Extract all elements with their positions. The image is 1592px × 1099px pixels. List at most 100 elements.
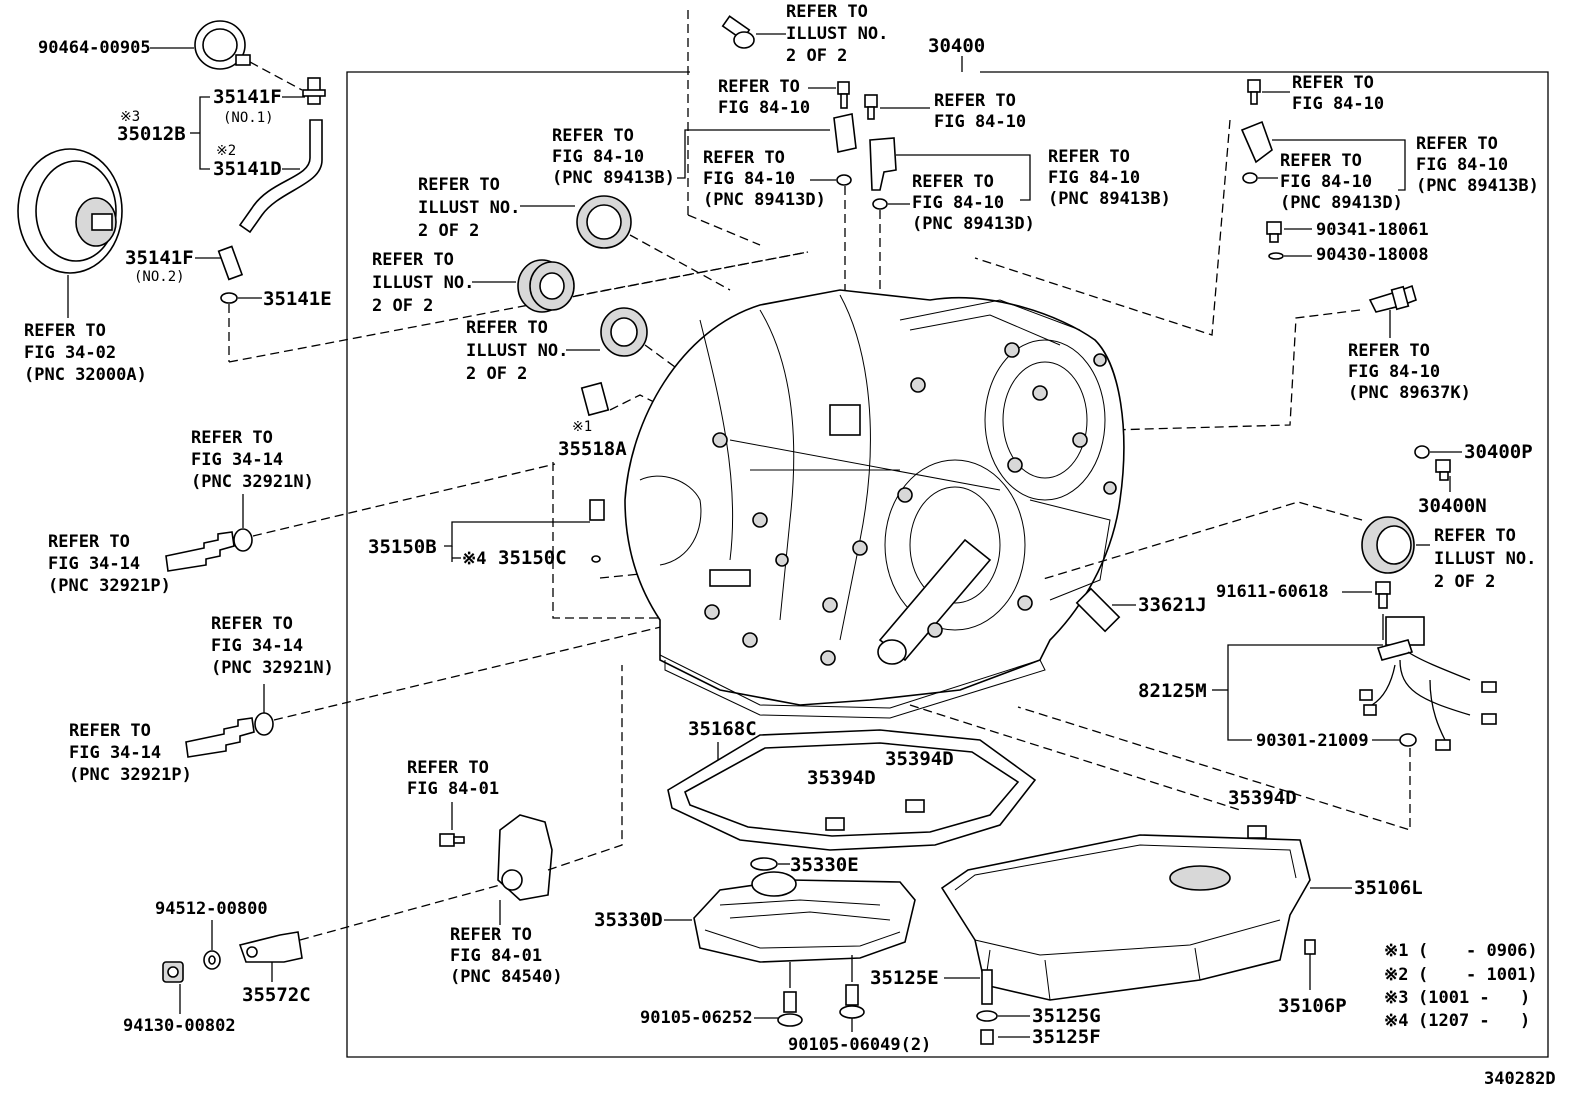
part-35141d[interactable]: 35141D xyxy=(213,158,282,180)
part-35012b[interactable]: 35012B xyxy=(117,123,186,145)
callout-32921p-b-line3: (PNC 32921P) xyxy=(69,765,192,785)
part-94130-00802[interactable]: 94130-00802 xyxy=(123,1016,236,1036)
callout-illust-c-line3: 2 OF 2 xyxy=(466,364,527,384)
hose-clamp-group[interactable]: 90464-00905 xyxy=(38,20,303,91)
callout-89413d-mid-line3: (PNC 89413D) xyxy=(912,214,1035,234)
oil-seal-b-group[interactable]: REFER TO ILLUST NO. 2 OF 2 xyxy=(372,250,809,316)
drain-plug-bottom-group[interactable]: 35125E 35125G 35125F xyxy=(870,967,1101,1048)
callout-illust-b-line2: ILLUST NO. xyxy=(372,273,474,293)
legend-range-1: - 0906) xyxy=(1466,941,1538,961)
speed-sensor-right-group[interactable]: REFER TO FIG 84-10 REFER TO FIG 84-10 (P… xyxy=(974,73,1539,336)
callout-32921p-b-line2: FIG 34-14 xyxy=(69,743,161,763)
part-35106p[interactable]: 35106P xyxy=(1278,995,1347,1017)
wire-harness-group[interactable]: 91611-60618 82125M 90301-21009 xyxy=(1017,581,1497,831)
callout-illust-b-line3: 2 OF 2 xyxy=(372,296,433,316)
callout-illust-a-line3: 2 OF 2 xyxy=(418,221,479,241)
speed-sensor-mid-group[interactable]: REFER TO FIG 84-10 REFER TO FIG 84-10 (P… xyxy=(864,91,1171,430)
oil-pan-group[interactable]: 35106L 35106P xyxy=(940,834,1423,1017)
oil-seal-right-group[interactable]: REFER TO ILLUST NO. 2 OF 2 xyxy=(1039,501,1536,592)
part-35141e[interactable]: 35141E xyxy=(263,288,332,310)
callout-89413b-mid-line1: REFER TO xyxy=(1048,147,1130,167)
callout-84540-line2: FIG 84-01 xyxy=(450,946,542,966)
serial-note-legend: ※1 ( - 0906) ※2 ( - 1001) ※3 (1001 - ) ※… xyxy=(1384,941,1538,1031)
callout-84-10-c-line2: FIG 84-10 xyxy=(1292,94,1384,114)
callout-89413b-mid-line3: (PNC 89413B) xyxy=(1048,189,1171,209)
callout-89413b-left-line3: (PNC 89413B) xyxy=(552,168,675,188)
callout-84-10-a-line1: REFER TO xyxy=(718,77,800,97)
part-35394d-b[interactable]: 35394D xyxy=(885,748,954,770)
callout-84-10-b-line1: REFER TO xyxy=(934,91,1016,111)
callout-89413d-right-line1: REFER TO xyxy=(1280,151,1362,171)
part-35150c[interactable]: 35150C xyxy=(498,547,567,569)
legend-open-3: (1001 - xyxy=(1418,988,1490,1008)
oil-seal-c-group[interactable]: REFER TO ILLUST NO. 2 OF 2 xyxy=(466,307,691,384)
drain-plug-top-group[interactable]: 90341-18061 90430-18008 xyxy=(1266,220,1429,265)
callout-illust-a-line2: ILLUST NO. xyxy=(418,198,520,218)
park-lock-bracket-group[interactable]: 94512-00800 94130-00802 35572C xyxy=(123,884,501,1036)
part-30400n[interactable]: 30400N xyxy=(1418,495,1487,517)
oil-strainer-group[interactable]: 35330E 35330D 90105-06252 90105-06049(2) xyxy=(594,854,931,1055)
legend-range-3: ) xyxy=(1520,988,1530,1008)
callout-illust-right-line3: 2 OF 2 xyxy=(1434,572,1495,592)
torque-converter-group[interactable]: REFER TO FIG 34-02 (PNC 32000A) xyxy=(17,148,147,385)
callout-89413d-left-line3: (PNC 89413D) xyxy=(703,190,826,210)
callout-89637k-line1: REFER TO xyxy=(1348,341,1430,361)
part-33621j[interactable]: 33621J xyxy=(1138,594,1207,616)
callout-illust-c-line1: REFER TO xyxy=(466,318,548,338)
callout-89413d-left-line1: REFER TO xyxy=(703,148,785,168)
callout-32921p-b-line1: REFER TO xyxy=(69,721,151,741)
part-30400p[interactable]: 30400P xyxy=(1464,441,1533,463)
legend-mark-2: ※2 xyxy=(1384,965,1408,985)
manual-valve-lever-group[interactable]: REFER TO FIG 84-01 REFER TO FIG 84-01 (P… xyxy=(407,665,623,987)
part-35330e[interactable]: 35330E xyxy=(790,854,859,876)
temp-sensor-group[interactable]: REFER TO FIG 84-10 (PNC 89637K) xyxy=(1109,284,1471,431)
plate-33621j-group[interactable]: 33621J xyxy=(1075,587,1207,633)
plug-30400p-group[interactable]: 30400P 30400N xyxy=(1414,441,1533,517)
legend-mark-3: ※3 xyxy=(1384,988,1408,1008)
part-35518a[interactable]: 35518A xyxy=(558,438,627,460)
callout-84-01-line1: REFER TO xyxy=(407,758,489,778)
part-90105-06252[interactable]: 90105-06252 xyxy=(640,1008,753,1028)
callout-32921n-a-line3: (PNC 32921N) xyxy=(191,472,314,492)
part-90341-18061[interactable]: 90341-18061 xyxy=(1316,220,1429,240)
oil-cooler-hose-group[interactable]: 35141F (NO.1) ※3 35012B ※2 35141D 35141F… xyxy=(117,77,809,363)
callout-illust-a-line1: REFER TO xyxy=(418,175,500,195)
legend-open-4: (1207 - xyxy=(1418,1011,1490,1031)
part-35125e[interactable]: 35125E xyxy=(870,967,939,989)
legend-range-2: - 1001) xyxy=(1466,965,1538,985)
part-90430-18008[interactable]: 90430-18008 xyxy=(1316,245,1429,265)
part-35394d-c[interactable]: 35394D xyxy=(1228,787,1297,809)
callout-32921n-a-line1: REFER TO xyxy=(191,428,273,448)
part-35141f-no2[interactable]: 35141F xyxy=(125,247,194,269)
cooler-union-lower-group[interactable]: REFER TO FIG 34-14 (PNC 32921N) REFER TO… xyxy=(69,614,691,785)
part-35125g[interactable]: 35125G xyxy=(1032,1005,1101,1027)
assembly-number: 30400 xyxy=(928,35,985,57)
part-35125f[interactable]: 35125F xyxy=(1032,1026,1101,1048)
part-94512-00800[interactable]: 94512-00800 xyxy=(155,899,268,919)
callout-84-10-b-line2: FIG 84-10 xyxy=(934,112,1026,132)
oil-seal-a-group[interactable]: REFER TO ILLUST NO. 2 OF 2 xyxy=(418,175,731,291)
callout-32921n-b-line1: REFER TO xyxy=(211,614,293,634)
part-35168c[interactable]: 35168C xyxy=(688,718,757,740)
pan-gasket-group[interactable]: 35168C 35394D 35394D 35394D xyxy=(667,704,1297,851)
part-82125m[interactable]: 82125M xyxy=(1138,680,1207,702)
callout-84-01-line2: FIG 84-01 xyxy=(407,779,499,799)
part-35141f-no1[interactable]: 35141F xyxy=(213,86,282,108)
part-91611-60618[interactable]: 91611-60618 xyxy=(1216,582,1329,602)
part-35394d-a[interactable]: 35394D xyxy=(807,767,876,789)
callout-89413b-left-line1: REFER TO xyxy=(552,126,634,146)
callout-32921p-a-line3: (PNC 32921P) xyxy=(48,576,171,596)
part-35106l[interactable]: 35106L xyxy=(1354,877,1423,899)
callout-illust-right-line1: REFER TO xyxy=(1434,526,1516,546)
part-35150b[interactable]: 35150B xyxy=(368,536,437,558)
cooler-union-upper-group[interactable]: REFER TO FIG 34-14 (PNC 32921N) REFER TO… xyxy=(48,428,556,596)
top-bolt-group[interactable]: REFER TO ILLUST NO. 2 OF 2 xyxy=(687,2,888,246)
callout-32921n-b-line2: FIG 34-14 xyxy=(211,636,303,656)
part-90105-06049[interactable]: 90105-06049(2) xyxy=(788,1035,931,1055)
part-35572c[interactable]: 35572C xyxy=(242,984,311,1006)
part-90464-00905[interactable]: 90464-00905 xyxy=(38,38,151,58)
speed-sensor-left-group[interactable]: REFER TO FIG 84-10 REFER TO FIG 84-10 (P… xyxy=(552,77,857,410)
part-90301-21009[interactable]: 90301-21009 xyxy=(1256,731,1369,751)
callout-32921p-a-line1: REFER TO xyxy=(48,532,130,552)
part-35330d[interactable]: 35330D xyxy=(594,909,663,931)
